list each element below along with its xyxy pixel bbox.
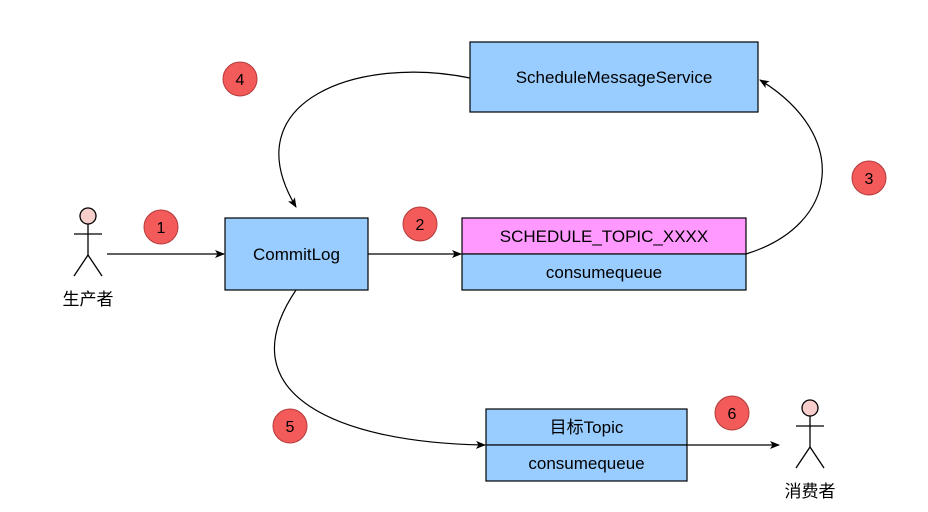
- consumer-stick-figure-icon: [795, 399, 825, 469]
- consumer-head: [801, 399, 819, 417]
- schedule-topic-box: SCHEDULE_TOPIC_XXXX consumequeue: [461, 217, 747, 291]
- producer-head: [79, 207, 97, 225]
- target-topic-label: 目标Topic: [550, 418, 624, 437]
- step-badge-2-label: 2: [416, 217, 425, 234]
- step-badge-3: 3: [851, 160, 887, 196]
- step-badge-4: 4: [222, 61, 258, 97]
- schedule-consumequeue-label: consumequeue: [546, 263, 662, 282]
- step-badge-4-label: 4: [236, 72, 245, 89]
- consumer-actor: 消费者: [785, 399, 836, 502]
- step-badge-5: 5: [272, 408, 308, 444]
- connectors: [107, 71, 823, 449]
- target-consumequeue-label: consumequeue: [528, 454, 644, 473]
- producer-stick-figure-icon: [73, 207, 103, 277]
- target-topic-box: 目标Topic consumequeue: [485, 408, 688, 482]
- step-badge-6-label: 6: [728, 406, 737, 423]
- commitlog-label: CommitLog: [253, 245, 340, 264]
- target-consumequeue-box: [485, 444, 688, 482]
- arrow-commitlog-to-target-topic: [273, 289, 486, 449]
- arrow-schedule-queue-to-service: [745, 79, 823, 255]
- step-badge-6: 6: [714, 395, 750, 431]
- schedule-topic-label: SCHEDULE_TOPIC_XXXX: [500, 227, 708, 246]
- schedule-message-service-box: ScheduleMessageService: [469, 41, 759, 113]
- commitlog-box: CommitLog: [224, 217, 369, 291]
- schedule-consumequeue-box: [461, 253, 747, 291]
- step-badge-2: 2: [402, 206, 438, 242]
- schedule-message-service-label: ScheduleMessageService: [516, 68, 713, 87]
- step-badge-1: 1: [143, 209, 179, 245]
- step-badge-1-label: 1: [157, 220, 166, 237]
- consumer-label: 消费者: [785, 482, 836, 502]
- producer-label: 生产者: [63, 290, 114, 310]
- arrow-service-to-commitlog: [278, 71, 471, 208]
- producer-actor: 生产者: [63, 207, 114, 310]
- step-badge-3-label: 3: [865, 171, 874, 188]
- step-badge-5-label: 5: [286, 419, 295, 436]
